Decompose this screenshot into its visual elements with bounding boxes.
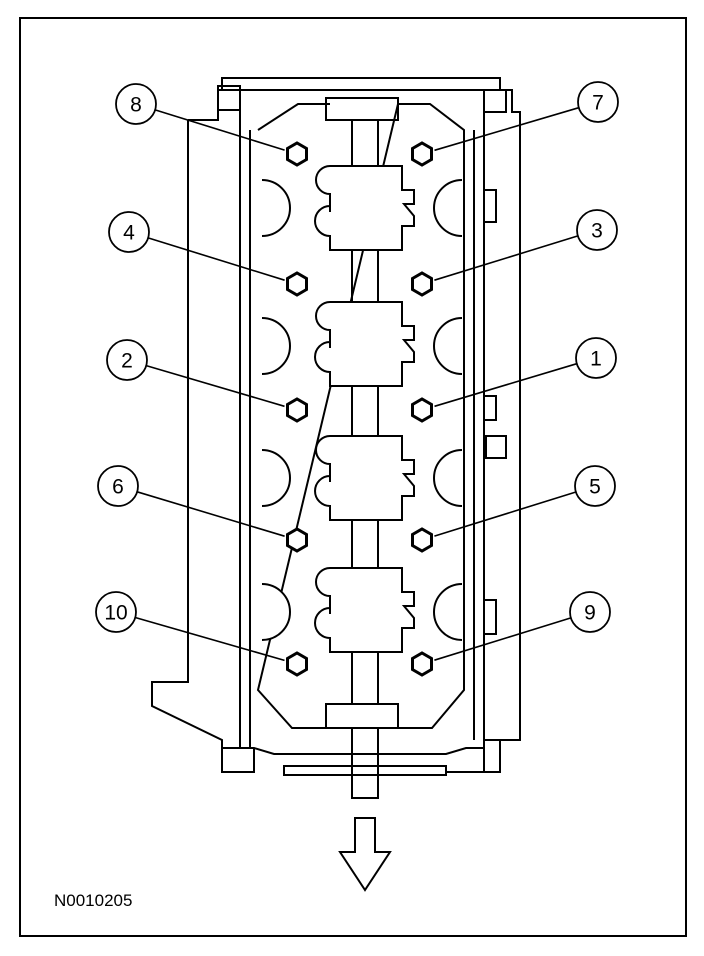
bolt-10: 10: [95, 591, 308, 677]
bearing-cap-1: [314, 165, 415, 251]
bolt-3: 3: [411, 209, 618, 297]
arrow-down-icon: [338, 817, 392, 892]
leader-line: [134, 616, 285, 662]
leader-line: [434, 491, 577, 537]
bolt-hex-icon: [411, 651, 433, 677]
callout-circle: [115, 83, 157, 125]
callout-number: 9: [584, 602, 596, 625]
bolt-hex-icon: [411, 271, 433, 297]
callout-circle: [576, 209, 618, 251]
bolt-hex-icon: [411, 527, 433, 553]
bolt-1: 1: [411, 337, 617, 423]
bolt-4: 4: [108, 211, 308, 297]
bearing-cap-2: [314, 301, 415, 387]
leader-line: [154, 109, 285, 151]
callout-number: 3: [591, 220, 603, 243]
bolt-callouts: 8 7 4 3 2 1 6 5 10 9: [95, 81, 619, 677]
callout-number: 5: [589, 476, 601, 499]
bolt-hex-icon: [411, 141, 433, 167]
callout-circle: [575, 337, 617, 379]
leader-line: [145, 364, 285, 408]
figure-frame: [19, 17, 687, 937]
callout-number: 10: [104, 602, 127, 625]
bolt-8: 8: [115, 83, 308, 167]
bolt-hex-icon: [286, 527, 308, 553]
callout-number: 4: [123, 222, 135, 245]
callout-circle: [577, 81, 619, 123]
leader-line: [434, 617, 572, 661]
bolt-hex-icon: [286, 397, 308, 423]
callout-circle: [108, 211, 150, 253]
bolt-5: 5: [411, 465, 616, 553]
bolt-9: 9: [411, 591, 611, 677]
bolt-hex-icon: [411, 397, 433, 423]
bolt-hex-icon: [286, 141, 308, 167]
bearing-cap-4: [314, 567, 415, 653]
bolt-6: 6: [97, 465, 308, 553]
bearing-cap-3: [314, 435, 415, 521]
callout-number: 1: [590, 348, 602, 371]
callout-number: 8: [130, 94, 142, 117]
leader-line: [147, 237, 285, 281]
callout-number: 2: [121, 350, 133, 373]
callout-circle: [574, 465, 616, 507]
leader-line: [136, 491, 285, 537]
callout-circle: [97, 465, 139, 507]
cylinder-head-drawing: [151, 77, 521, 799]
callout-number: 7: [592, 92, 604, 115]
leader-line: [434, 362, 578, 408]
bolt-hex-icon: [286, 651, 308, 677]
callout-number: 6: [112, 476, 124, 499]
leader-line: [434, 235, 579, 281]
callout-circle: [106, 339, 148, 381]
bolt-2: 2: [106, 339, 308, 423]
leader-line: [434, 106, 580, 152]
callout-circle: [95, 591, 137, 633]
bolt-7: 7: [411, 81, 619, 167]
bolt-hex-icon: [286, 271, 308, 297]
figure-id-label: N0010205: [54, 891, 132, 910]
callout-circle: [569, 591, 611, 633]
